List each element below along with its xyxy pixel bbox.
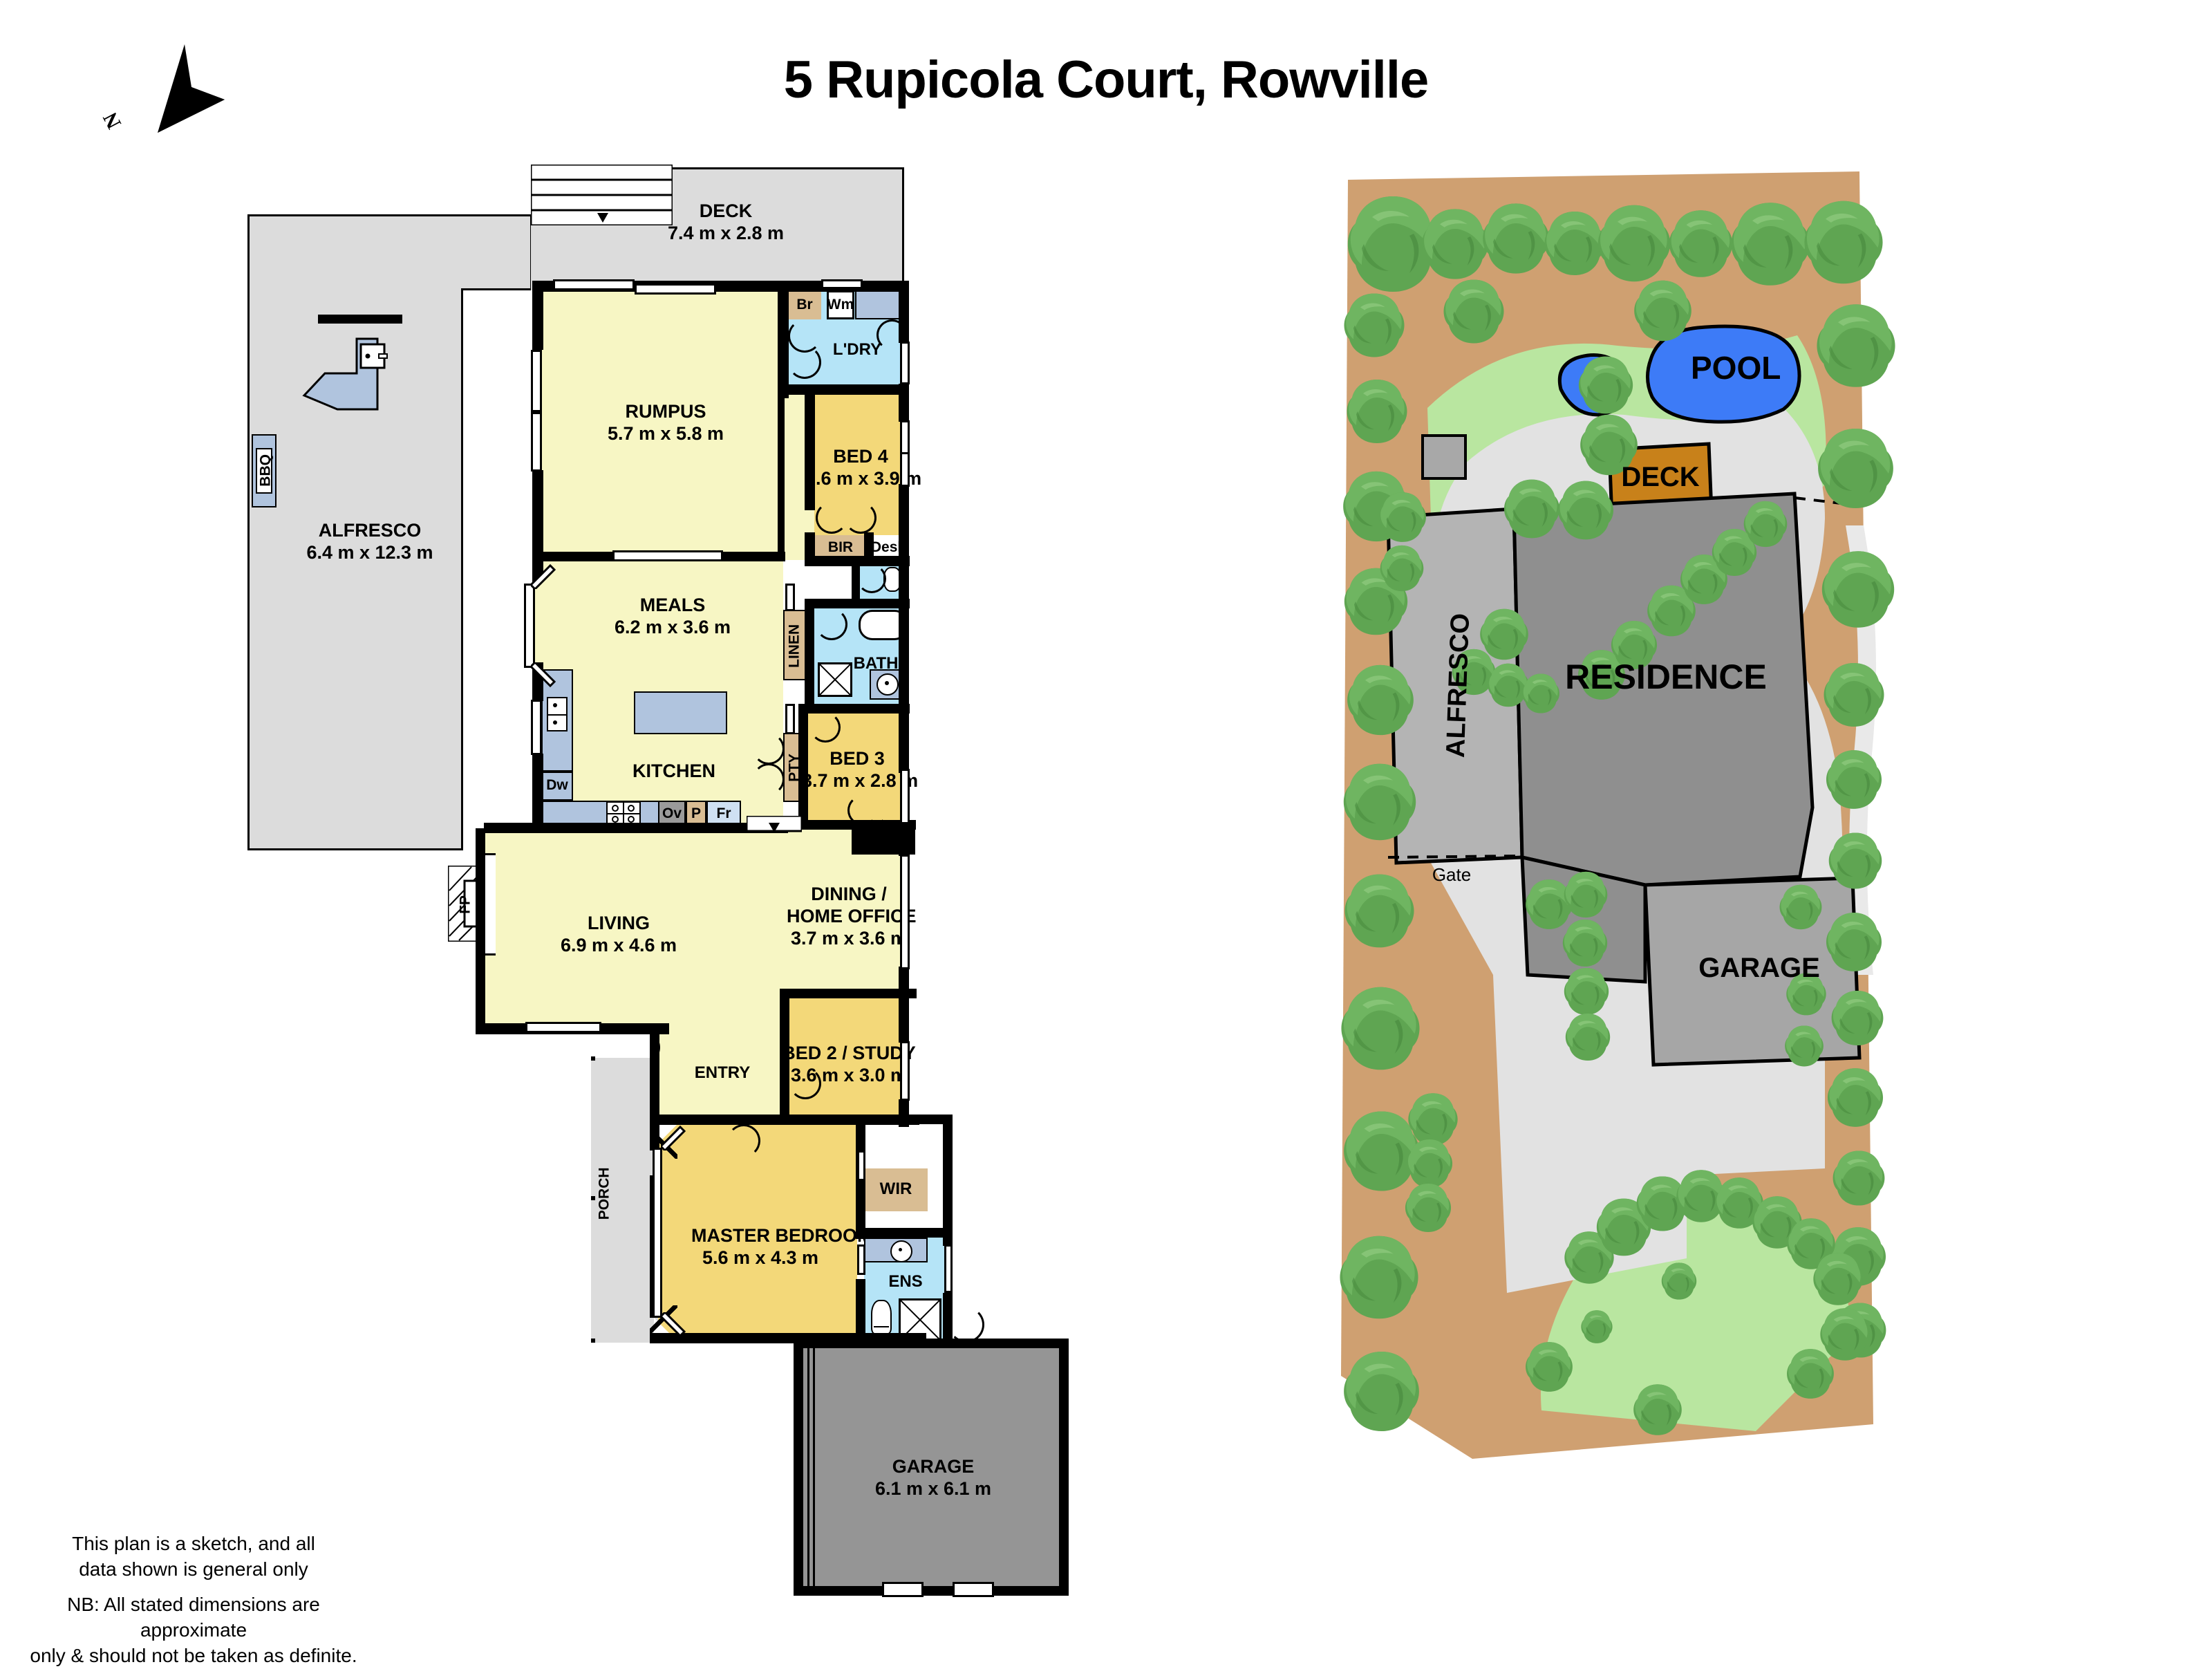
room-living — [484, 828, 788, 1029]
shower-bath — [818, 662, 852, 697]
window — [612, 550, 723, 561]
kitchen-island — [634, 691, 727, 734]
window — [944, 1244, 953, 1293]
room-bed-2-study — [788, 997, 908, 1123]
site-plan: POOL DECK ALFRESCO RESIDENCE Gate GARAGE — [1300, 159, 1908, 1535]
window — [900, 452, 910, 487]
feature-fridge — [706, 801, 741, 826]
deck-steps — [529, 163, 674, 227]
window — [900, 420, 910, 455]
window — [900, 342, 910, 384]
window — [635, 283, 716, 295]
window — [900, 1041, 910, 1101]
feature-linen — [783, 610, 807, 680]
compass: N — [99, 36, 228, 140]
north-arrow-icon — [158, 44, 225, 133]
room-master-bedroom — [658, 1123, 857, 1343]
site-label-residence: RESIDENCE — [1565, 658, 1767, 696]
feature-wir — [864, 1168, 928, 1211]
site-plan-svg — [1340, 171, 1895, 1459]
disclaimer-line-2: data shown is general only — [79, 1558, 308, 1580]
disclaimer-line-3: NB: All stated dimensions are approximat… — [67, 1593, 320, 1641]
site-label-pool: POOL — [1691, 350, 1781, 386]
sliding-door-marker — [745, 814, 803, 834]
window — [900, 769, 910, 824]
window — [531, 350, 542, 412]
room-alfresco — [247, 214, 463, 850]
room-dining-home-office — [788, 828, 908, 997]
feature-broom-cupboard — [788, 290, 821, 319]
window — [857, 1150, 865, 1181]
room-rumpus — [541, 290, 783, 557]
feature-pantry-cupboard — [686, 801, 706, 826]
feature-washing-machine — [827, 290, 854, 319]
site-gate-line — [1387, 855, 1521, 859]
room-porch — [591, 1058, 659, 1343]
feature-bir-bed4 — [814, 535, 867, 559]
window — [531, 700, 542, 755]
window — [857, 1244, 865, 1275]
window — [531, 412, 542, 472]
page-title: 5 Rupicola Court, Rowville — [783, 50, 1430, 109]
window — [553, 279, 635, 290]
room-alfresco-upper — [463, 214, 532, 290]
laundry-trough — [855, 290, 902, 319]
floor-plan: BBQ ALFRESCO 6.4 m x 12.3 m DECK 7.4 m x… — [247, 163, 1069, 1597]
outdoor-kitchen-bench — [297, 318, 415, 429]
feature-dishwasher — [541, 772, 573, 801]
site-label-deck: DECK — [1621, 462, 1700, 492]
window — [525, 1022, 601, 1033]
toilet-ensuite — [871, 1300, 892, 1334]
cooktop — [606, 801, 641, 826]
window — [900, 855, 910, 969]
feature-oven — [658, 801, 686, 826]
window — [821, 279, 863, 289]
site-pump-shed — [1421, 434, 1467, 480]
room-garage — [802, 1347, 1060, 1593]
site-label-garage: GARAGE — [1698, 953, 1820, 983]
room-entry — [658, 1029, 788, 1123]
disclaimer-line-1: This plan is a sketch, and all — [72, 1533, 315, 1554]
site-label-gate: Gate — [1432, 864, 1472, 885]
